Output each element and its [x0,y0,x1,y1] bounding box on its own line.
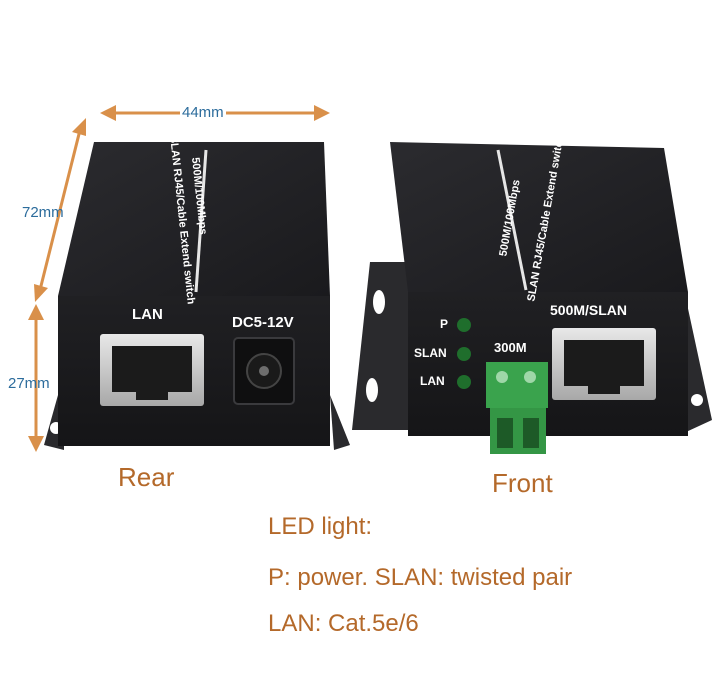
height-arrow [28,304,44,452]
front-unit [352,142,712,454]
led-notes-line-2: LAN: Cat.5e/6 [268,610,419,637]
height-label: 27mm [8,375,50,392]
led-lan-icon [457,375,471,389]
led-slan-icon [457,347,471,361]
width-label: 44mm [180,104,226,121]
led-label-slan: SLAN [414,346,447,360]
front-terminal-label: 300M [494,340,527,355]
led-notes-heading: LED light: [268,513,373,540]
led-notes-line-1: P: power. SLAN: twisted pair [268,564,573,591]
rear-power-label: DC5-12V [232,314,294,331]
rear-caption: Rear [118,462,175,492]
led-label-lan: LAN [420,374,445,388]
rear-top-stripe [194,149,208,293]
front-port-label: 500M/SLAN [550,302,628,318]
length-label: 72mm [22,204,64,221]
front-top-stripe [496,149,528,291]
led-p-icon [457,318,471,332]
rear-unit [44,142,350,450]
front-caption: Front [492,468,553,498]
led-label-p: P [440,317,449,331]
length-arrow [34,118,86,302]
rear-lan-label: LAN [132,306,163,323]
terminal-block [486,362,548,408]
